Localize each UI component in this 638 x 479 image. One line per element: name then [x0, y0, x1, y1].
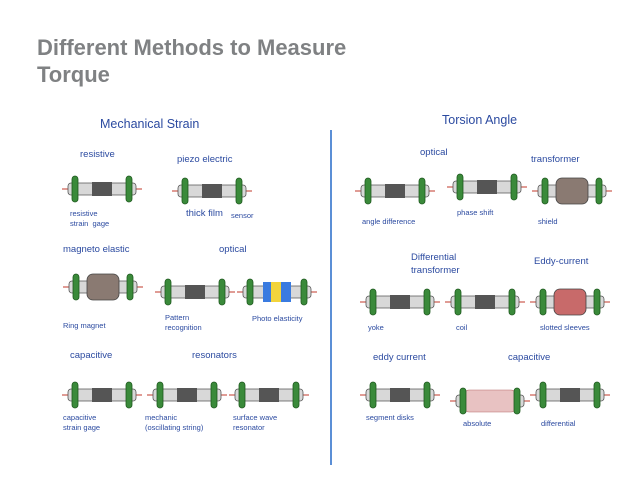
shield-shaft-icon — [532, 177, 612, 205]
resistive-shaft-icon — [62, 175, 142, 203]
ring-magnet-label: Ring magnet — [63, 321, 106, 330]
capacitive-left-label: capacitive — [70, 350, 113, 361]
coil-label: coil — [456, 323, 468, 332]
transformer-label: transformer — [531, 154, 580, 165]
resistive-label: resistive — [80, 149, 115, 160]
segment-disks-label: segment disks — [366, 413, 414, 422]
optical-left-label: optical — [219, 244, 247, 255]
phase-shift-shaft-icon — [447, 173, 527, 201]
photo-elasticity-label: Photo elasticity — [252, 314, 303, 323]
yoke-shaft-icon — [360, 288, 440, 316]
slotted-shaft-icon — [530, 288, 610, 316]
segment-shaft-icon — [360, 381, 440, 409]
capacitive-strain-gage-label: capacitive strain gage — [63, 413, 101, 432]
pattern-shaft-icon — [155, 278, 235, 306]
optical-right-label: optical — [420, 147, 448, 158]
mechanic-label: mechanic (oscillating string) — [145, 413, 204, 432]
pattern-recognition-label: Pattern recognition — [165, 313, 202, 332]
resonators-label: resonators — [192, 350, 237, 361]
torsion-angle-heading: Torsion Angle — [442, 113, 518, 127]
absolute-shaft-icon — [450, 387, 530, 415]
surface-wave-shaft-icon — [229, 381, 309, 409]
slotted-sleeves-label: slotted sleeves — [540, 323, 590, 332]
capacitive-right-label: capacitive — [508, 352, 551, 363]
differential-shaft-icon — [530, 381, 610, 409]
capacitive-gage-shaft-icon — [62, 381, 142, 409]
shield-label: shield — [538, 217, 558, 226]
page-title: Different Methods to Measure Torque — [37, 35, 347, 87]
sensor-label: sensor — [231, 211, 254, 220]
section-divider — [330, 130, 332, 465]
mechanical-strain-heading: Mechanical Strain — [100, 117, 200, 131]
magneto-elastic-label: magneto elastic — [63, 244, 130, 255]
resistive-strain-gage-label: resistive strain gage — [70, 209, 110, 228]
piezo-label: piezo electric — [177, 154, 233, 165]
eddy-current-label: eddy current — [373, 352, 426, 363]
angle-difference-label: angle difference — [362, 217, 416, 226]
differential-label: differential — [541, 419, 576, 428]
thick-film-label: thick film — [186, 208, 223, 219]
eddy-current-title-label: Eddy-current — [534, 256, 589, 267]
absolute-label: absolute — [463, 419, 492, 428]
surface-wave-label: surface wave resonator — [233, 413, 278, 432]
yoke-label: yoke — [368, 323, 384, 332]
angle-difference-shaft-icon — [355, 177, 435, 205]
mechanic-shaft-icon — [147, 381, 227, 409]
photo-shaft-icon — [237, 278, 317, 306]
differential-transformer-label: Differential transformer — [411, 252, 460, 276]
phase-shift-label: phase shift — [457, 208, 494, 217]
coil-shaft-icon — [445, 288, 525, 316]
magneto-shaft-icon — [63, 273, 143, 301]
piezo-shaft-icon — [172, 177, 252, 205]
